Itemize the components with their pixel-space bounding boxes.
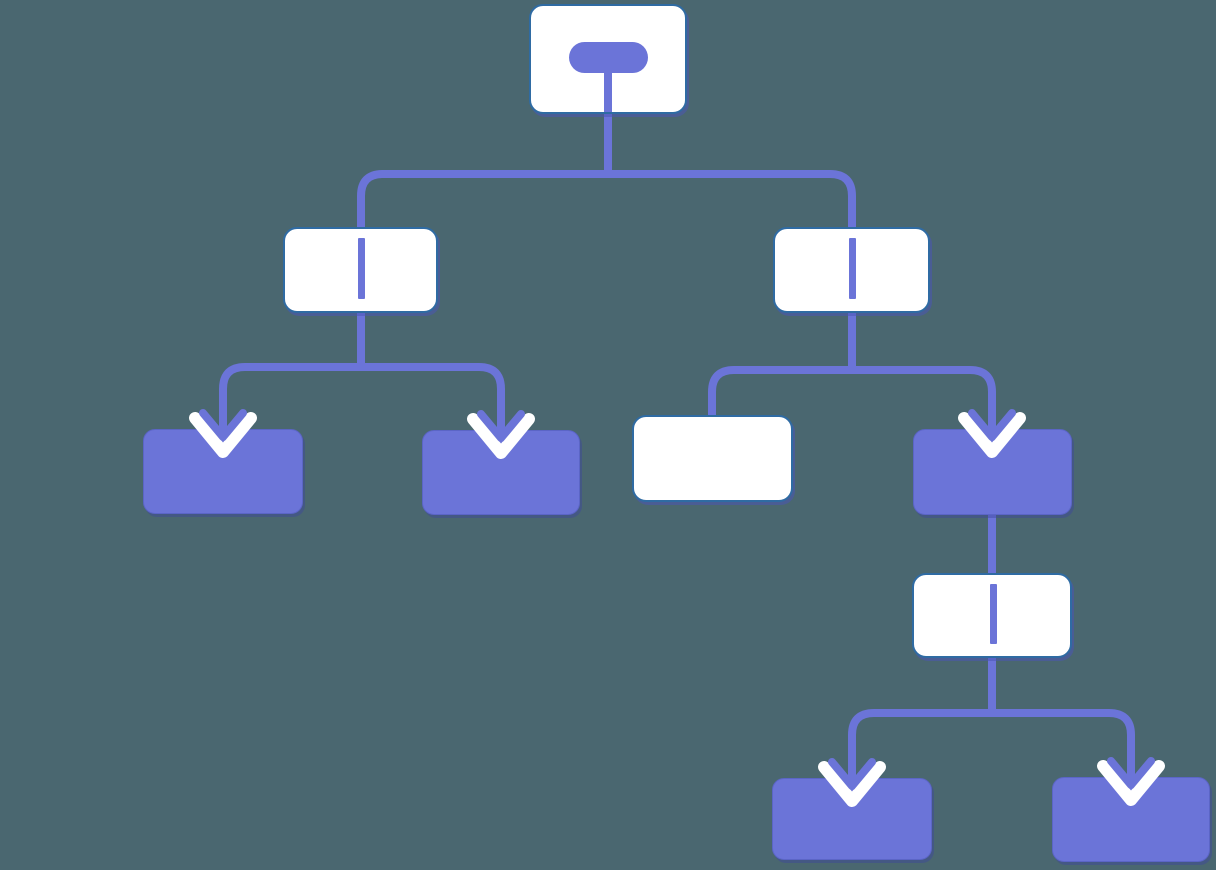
branch-node-left[interactable]	[283, 227, 438, 313]
branch-node-right[interactable]	[773, 227, 930, 313]
edge-lower-branch-to-leaves	[848, 654, 1135, 757]
child-node-white[interactable]	[632, 415, 793, 502]
arrow-into-leaf-bottom-2-chevron-icon	[1097, 760, 1165, 806]
passthrough-line-icon	[849, 238, 856, 299]
arrow-into-leaf-left-2-icon	[477, 396, 525, 442]
passthrough-line-icon	[989, 584, 997, 644]
arrow-into-leaf-bottom-2-icon	[1107, 743, 1155, 789]
edge-left-branch-to-leaves	[219, 309, 505, 409]
arrow-into-leaf-left-1-chevron-icon	[189, 412, 257, 458]
arrow-into-leaf-bottom-1-chevron-icon	[818, 761, 886, 807]
arrow-into-leaf-left-2-chevron-icon	[467, 413, 535, 459]
edge-right-branch-to-children	[708, 309, 996, 420]
root-node[interactable]	[529, 4, 687, 114]
root-topic-icon	[569, 42, 648, 112]
arrow-into-subtree-purple-icon	[968, 395, 1016, 441]
arrow-into-leaf-bottom-1-icon	[828, 744, 876, 790]
branch-node-lower[interactable]	[912, 573, 1072, 658]
passthrough-line-icon	[358, 238, 365, 299]
arrow-into-leaf-left-1-icon	[199, 395, 247, 441]
arrow-into-subtree-purple-chevron-icon	[958, 412, 1026, 458]
edge-root-to-branches	[357, 110, 856, 232]
root-pill-icon	[569, 42, 648, 73]
